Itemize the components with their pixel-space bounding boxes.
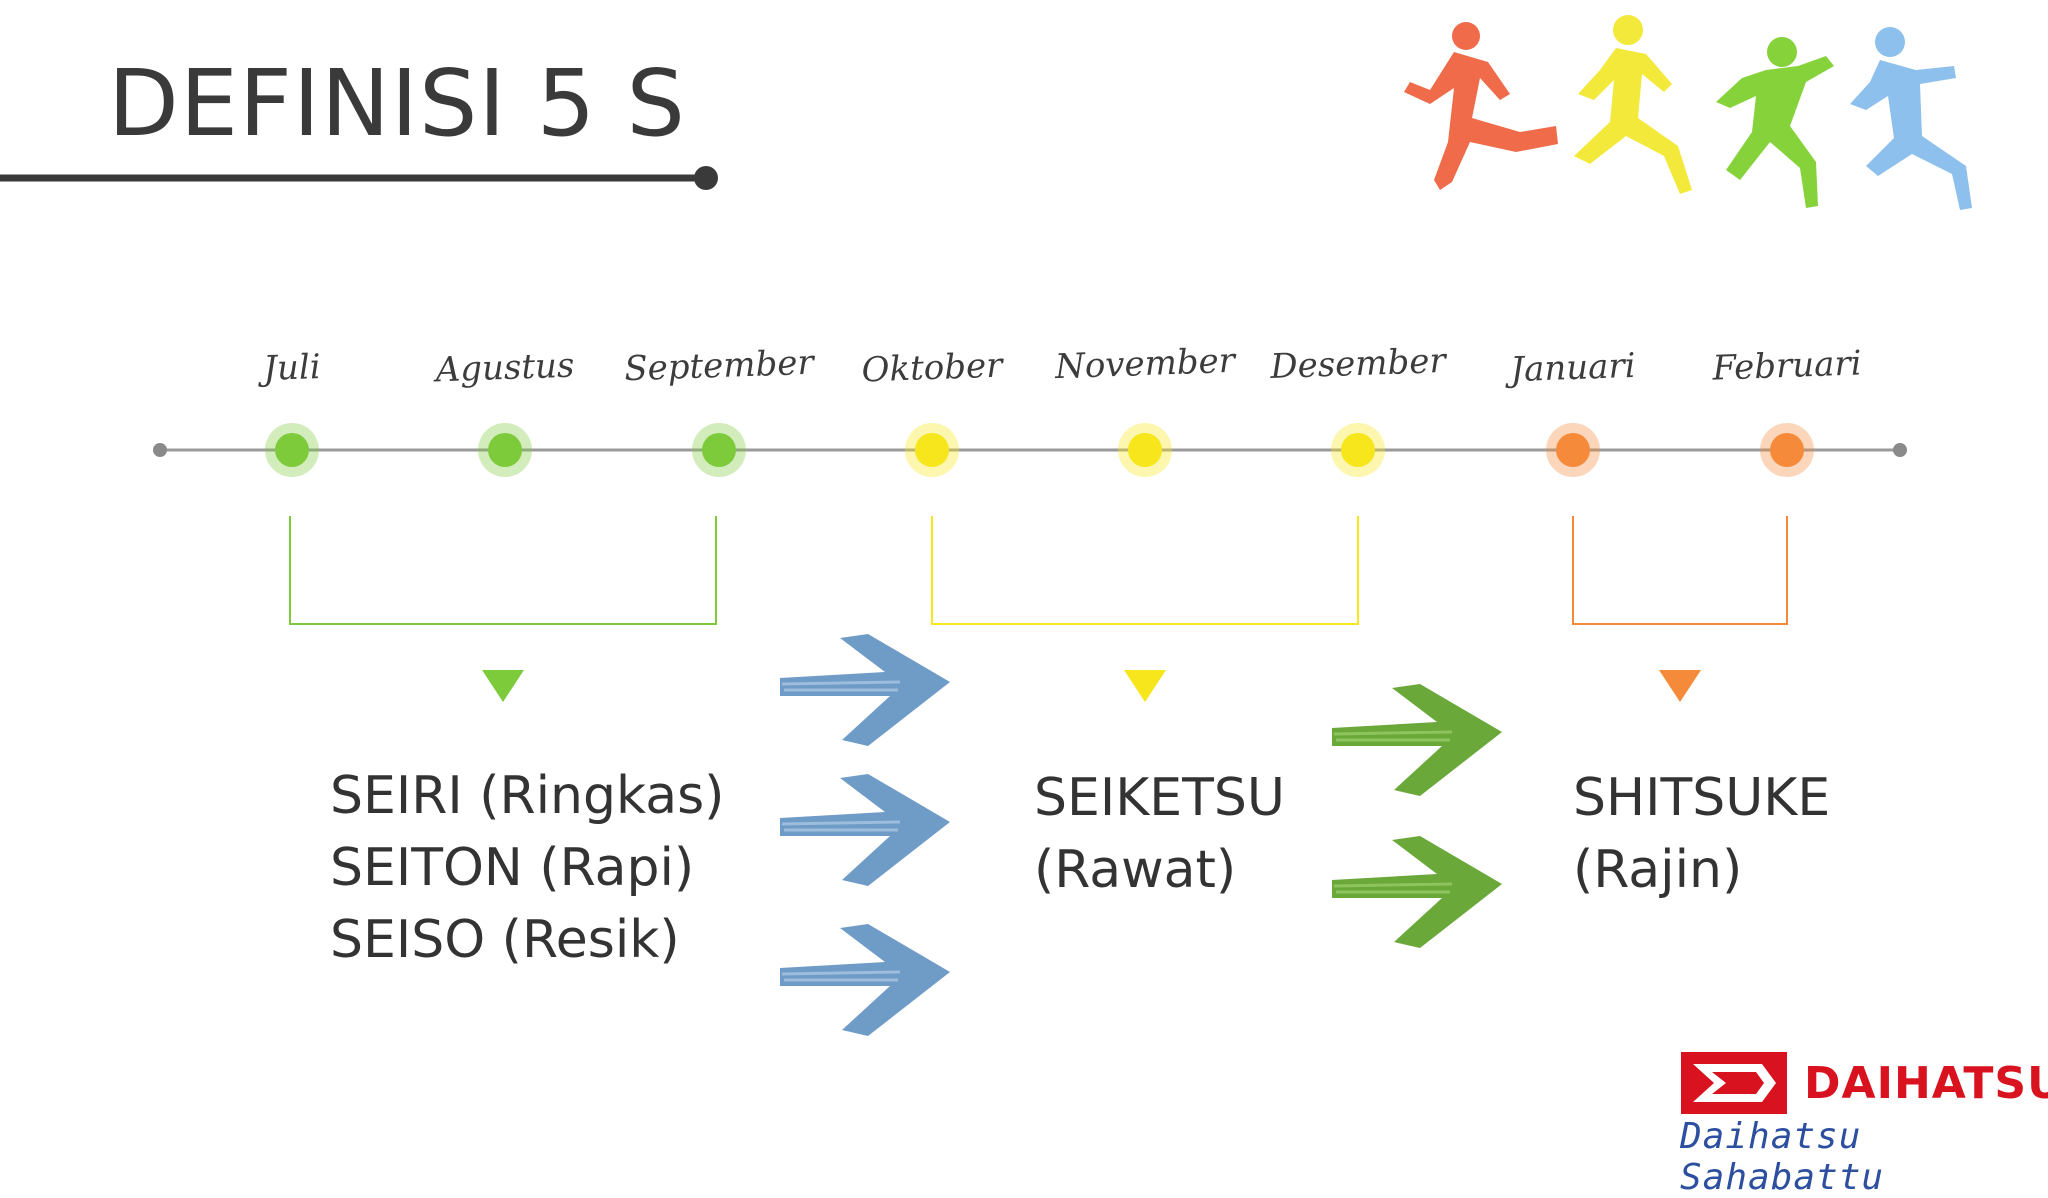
phase-line: (Rawat): [1034, 840, 1237, 900]
month-label: Juli: [262, 347, 322, 389]
phase-text-shitsuke: SHITSUKE (Rajin): [1573, 762, 1830, 906]
runner-yellow-icon: [1574, 15, 1692, 194]
month-label: Februari: [1711, 343, 1863, 389]
phase-bracket-2: [931, 516, 1359, 625]
arrow-right-icon: [780, 774, 950, 886]
month-dot: [488, 433, 522, 467]
slide-title: DEFINISI 5 S: [108, 50, 686, 157]
phase-bracket-3: [1572, 516, 1788, 625]
arrow-right-icon: [780, 924, 950, 1036]
month-label: Januari: [1509, 345, 1637, 391]
month-dot: [702, 433, 736, 467]
runner-blue-icon: [1850, 27, 1972, 210]
phase-line: SEIKETSU: [1034, 768, 1285, 828]
month-label: Agustus: [435, 345, 575, 391]
phase-down-triangle-3: [1659, 670, 1701, 702]
phase-line: SEITON (Rapi): [330, 838, 695, 898]
month-label: Desember: [1269, 340, 1447, 388]
month-label: Oktober: [860, 345, 1004, 391]
arrow-right-icon: [1332, 836, 1502, 948]
timeline-end-dot: [1893, 443, 1907, 457]
month-label: September: [623, 342, 815, 390]
arrow-right-icon: [1332, 684, 1502, 796]
title-underline-end-dot: [694, 166, 718, 190]
phase-down-triangle-1: [482, 670, 524, 702]
month-dot: [1556, 433, 1590, 467]
phase-line: SEIRI (Ringkas): [330, 766, 725, 826]
slide: DEFINISI 5 S: [0, 15, 2048, 1198]
month-dot: [915, 433, 949, 467]
phase-text-seiketsu: SEIKETSU (Rawat): [1034, 762, 1285, 906]
arrow-right-icon: [780, 634, 950, 746]
phase-line: SEISO (Resik): [330, 910, 680, 970]
daihatsu-logo-icon: [1681, 1052, 1787, 1114]
timeline-start-dot: [153, 443, 167, 457]
phase-down-triangle-2: [1124, 670, 1166, 702]
month-dots: [265, 423, 1814, 477]
diagram-canvas: [0, 15, 1972, 1114]
month-label: November: [1054, 340, 1236, 388]
phase-bracket-1: [289, 516, 717, 625]
phase-text-seiri-seiton-seiso: SEIRI (Ringkas) SEITON (Rapi) SEISO (Res…: [330, 760, 724, 976]
brand-name: DAIHATSU: [1804, 1058, 2048, 1109]
brand-tagline: Daihatsu Sahabattu: [1680, 1116, 1885, 1198]
month-dot: [1770, 433, 1804, 467]
phase-line: SHITSUKE: [1573, 768, 1831, 828]
runner-red-icon: [1404, 22, 1558, 190]
month-dot: [1128, 433, 1162, 467]
month-dot: [1341, 433, 1375, 467]
runner-green-icon: [1716, 37, 1834, 208]
phase-line: (Rajin): [1573, 840, 1743, 900]
month-dot: [275, 433, 309, 467]
